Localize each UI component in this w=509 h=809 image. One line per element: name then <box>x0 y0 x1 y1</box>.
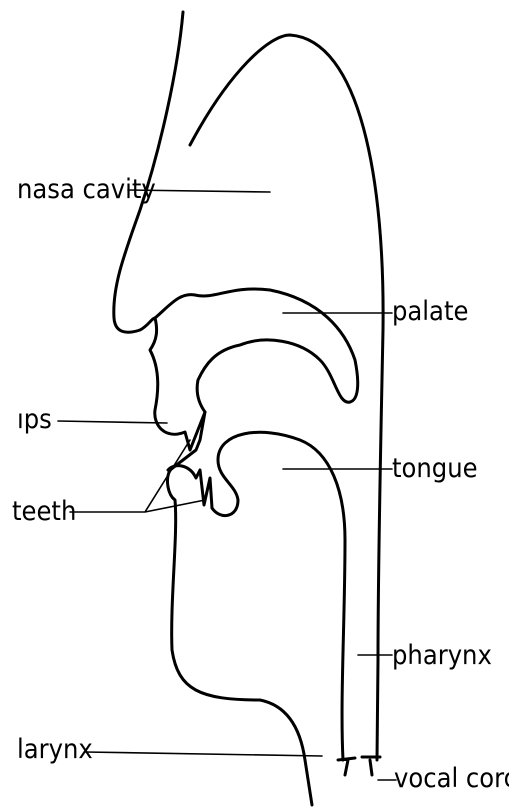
label-tongue: tongue <box>392 453 478 484</box>
label-vocal-cords: vocal cords <box>394 763 509 794</box>
vocal-cords-marker <box>338 757 380 775</box>
label-teeth: teeth <box>12 496 76 527</box>
label-larynx: larynx <box>17 734 93 765</box>
leader-larynx <box>85 752 322 756</box>
label-nasal-cavity: nasa cavity <box>17 174 156 205</box>
palate-outline <box>155 289 358 412</box>
leader-lips <box>58 421 167 423</box>
tongue-outline <box>212 432 345 760</box>
label-palate: palate <box>392 296 468 327</box>
label-pharynx: pharynx <box>392 640 492 671</box>
head-front-profile <box>114 12 312 805</box>
leader-teeth <box>70 440 205 512</box>
label-lips: ıps <box>17 404 52 435</box>
